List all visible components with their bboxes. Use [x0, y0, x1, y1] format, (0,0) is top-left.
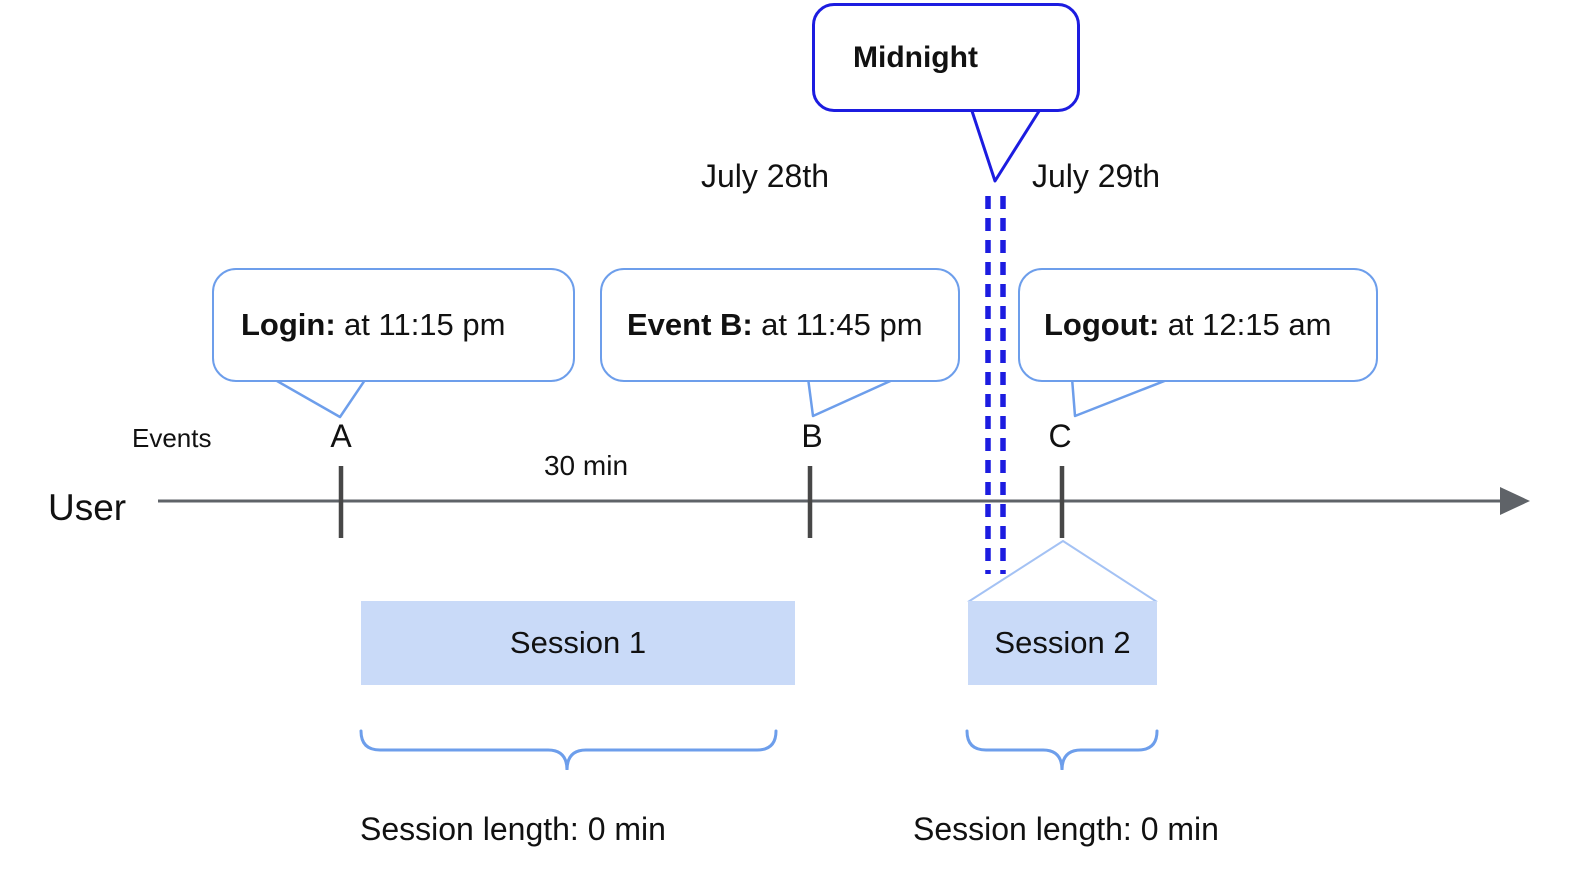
session-1-length-label: Session length: 0 min [360, 811, 666, 847]
events-row-label: Events [132, 423, 212, 453]
logout-callout-time: at 12:15 am [1167, 307, 1332, 342]
session-2-box: Session 2 [968, 601, 1157, 685]
date-label-july-28: July 28th [700, 158, 830, 194]
session-1-box: Session 1 [361, 601, 795, 685]
session-2-brace [965, 729, 1159, 771]
session-2-label: Session 2 [994, 625, 1131, 660]
logout-bubble-tail [1070, 376, 1173, 418]
session-1-label: Session 1 [509, 625, 647, 660]
logout-callout-title: Logout: [1044, 307, 1160, 342]
timeline-arrowhead-icon [1500, 487, 1530, 515]
login-callout-time: at 11:15 pm [344, 307, 506, 342]
date-label-july-29: July 29th [1031, 158, 1161, 194]
login-bubble-tail [269, 375, 369, 419]
session-2-pointer [967, 540, 1158, 603]
user-row-label: User [48, 487, 127, 528]
midnight-bubble-tail [969, 107, 1043, 183]
event-mark-a: A [330, 418, 352, 454]
interval-30min-label: 30 min [543, 450, 629, 481]
event-b-callout: Event B: at 11:45 pm [600, 268, 960, 382]
midnight-callout: Midnight [812, 3, 1080, 112]
logout-callout: Logout: at 12:15 am [1018, 268, 1378, 382]
event-b-callout-title: Event B: [627, 307, 753, 342]
event-mark-c: C [1048, 418, 1072, 454]
login-callout-title: Login: [241, 307, 336, 342]
session-2-length-label: Session length: 0 min [913, 811, 1219, 847]
midnight-callout-label: Midnight [853, 40, 978, 74]
event-b-callout-time: at 11:45 pm [761, 307, 923, 342]
event-b-bubble-tail [806, 376, 898, 418]
session-1-brace [359, 729, 778, 771]
event-mark-b: B [801, 418, 823, 454]
login-callout: Login: at 11:15 pm [212, 268, 575, 382]
